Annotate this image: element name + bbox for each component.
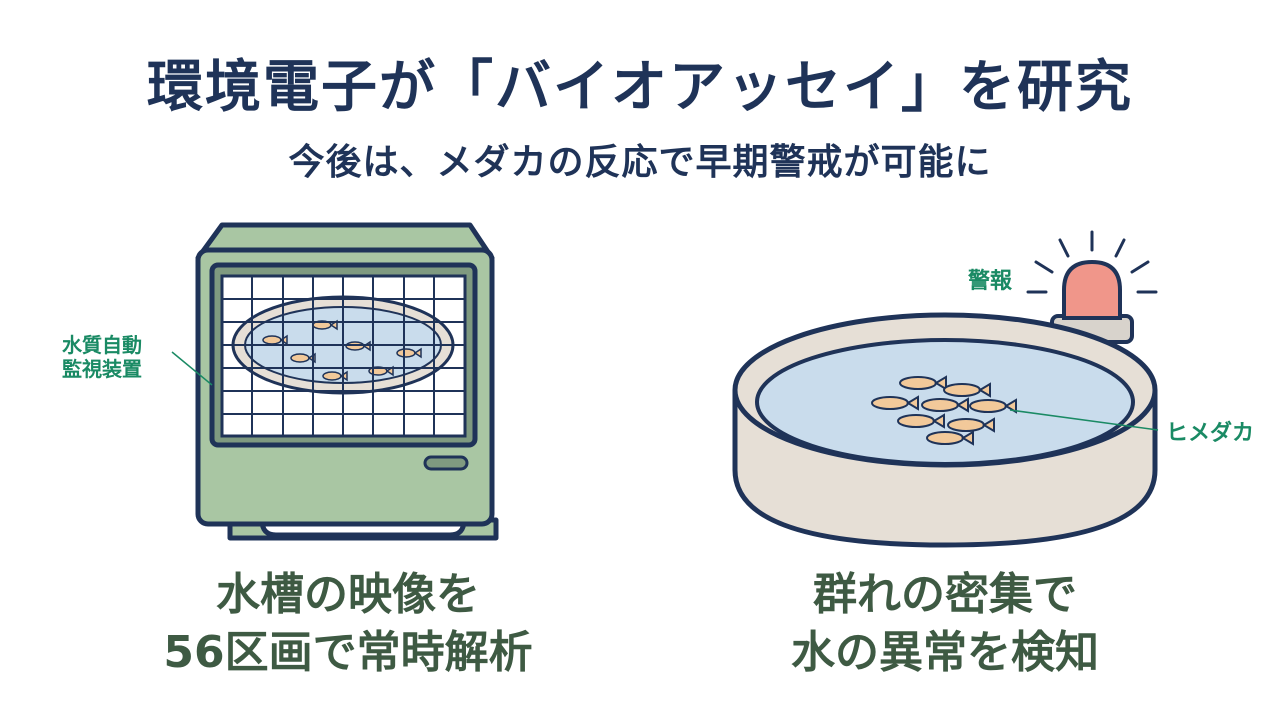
medaka-school (871, 375, 1017, 446)
analysis-grid (222, 276, 465, 436)
page-subtitle: 今後は、メダカの反応で早期警戒が可能に (288, 142, 992, 183)
left-caption-line2: 56区画で常時解析 (163, 627, 533, 678)
left-caption: 水槽の映像を 56区画で常時解析 (88, 566, 608, 682)
device-label-line1: 水質自動 (62, 333, 142, 357)
right-caption-line1: 群れの密集で (813, 569, 1077, 620)
right-caption: 群れの密集で 水の異常を検知 (685, 566, 1205, 682)
device-label: 水質自動 監視装置 (62, 333, 142, 381)
right-caption-line2: 水の異常を検知 (791, 627, 1099, 678)
monitoring-device-illustration (171, 222, 499, 541)
tank-illustration (732, 230, 1159, 548)
page-title: 環境電子が「バイオアッセイ」を研究 (147, 55, 1133, 120)
device-label-line2: 監視装置 (62, 357, 142, 381)
left-caption-line1: 水槽の映像を (216, 569, 480, 620)
alarm-label: 警報 (968, 269, 1013, 294)
fish-label: ヒメダカ (1166, 421, 1255, 446)
